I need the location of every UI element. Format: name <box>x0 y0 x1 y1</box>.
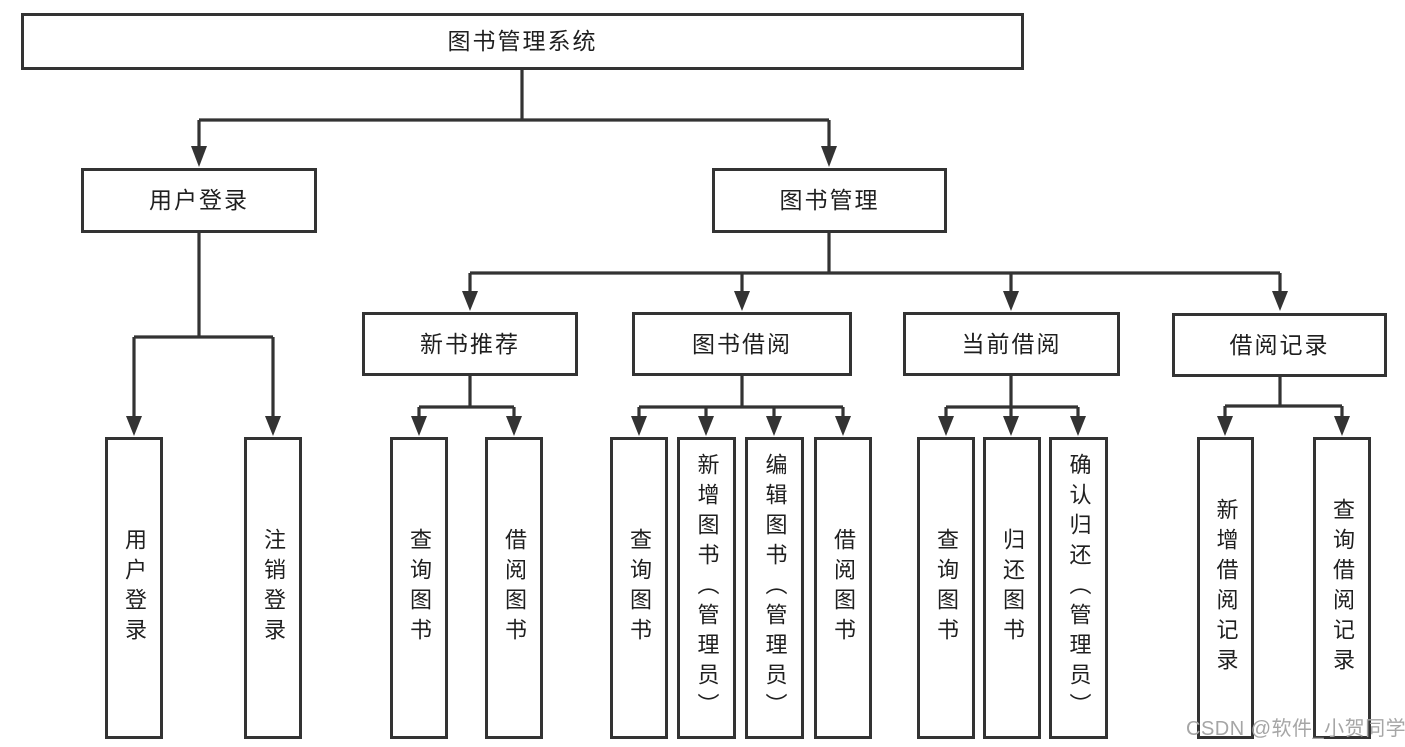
connector-borrow-record-children <box>1217 377 1350 436</box>
arrow-down-icon <box>126 416 142 436</box>
arrow-down-icon <box>1003 291 1019 311</box>
node-book-management: 图书管理 <box>712 168 947 233</box>
arrow-down-icon <box>506 416 522 436</box>
arrow-down-icon <box>462 291 478 311</box>
arrow-down-icon <box>1217 416 1233 436</box>
node-user-login: 用户登录 <box>81 168 317 233</box>
leaf-user-login: 用户登录 <box>105 437 163 739</box>
connector-book-borrow-children <box>631 376 851 436</box>
leaf-record-add-borrow-record: 新增借阅记录 <box>1197 437 1254 739</box>
arrow-down-icon <box>1003 416 1019 436</box>
connector-book-management-children <box>462 233 1288 311</box>
arrow-down-icon <box>631 416 647 436</box>
leaf-current-query-books: 查询图书 <box>917 437 975 739</box>
node-new-book-recommend: 新书推荐 <box>362 312 578 376</box>
leaf-newbook-borrow-books: 借阅图书 <box>485 437 543 739</box>
arrow-down-icon <box>698 416 714 436</box>
leaf-newbook-query-books: 查询图书 <box>390 437 448 739</box>
node-book-borrow: 图书借阅 <box>632 312 852 376</box>
node-library-management-system: 图书管理系统 <box>21 13 1024 70</box>
arrow-down-icon <box>938 416 954 436</box>
leaf-borrow-query-books: 查询图书 <box>610 437 668 739</box>
node-borrow-record: 借阅记录 <box>1172 313 1387 377</box>
arrow-down-icon <box>411 416 427 436</box>
arrow-down-icon <box>191 146 207 167</box>
leaf-record-query-borrow-record: 查询借阅记录 <box>1313 437 1371 739</box>
leaf-current-confirm-return-admin: 确认归还（管理员） <box>1049 437 1108 739</box>
connector-user-login-children <box>126 233 281 436</box>
connector-root-to-level2 <box>191 70 837 167</box>
connector-current-borrow-children <box>938 376 1086 436</box>
leaf-current-return-books: 归还图书 <box>983 437 1041 739</box>
node-current-borrow: 当前借阅 <box>903 312 1120 376</box>
arrow-down-icon <box>821 146 837 167</box>
arrow-down-icon <box>1070 416 1086 436</box>
arrow-down-icon <box>734 291 750 311</box>
leaf-logout: 注销登录 <box>244 437 302 739</box>
leaf-borrow-add-books-admin: 新增图书（管理员） <box>677 437 736 739</box>
watermark: CSDN @软件_小贺同学 <box>1186 718 1405 740</box>
connector-new-book-recommend-children <box>411 376 522 436</box>
arrow-down-icon <box>1334 416 1350 436</box>
arrow-down-icon <box>766 416 782 436</box>
leaf-borrow-edit-books-admin: 编辑图书（管理员） <box>745 437 804 739</box>
arrow-down-icon <box>1272 291 1288 311</box>
arrow-down-icon <box>265 416 281 436</box>
arrow-down-icon <box>835 416 851 436</box>
leaf-borrow-borrow-books: 借阅图书 <box>814 437 872 739</box>
